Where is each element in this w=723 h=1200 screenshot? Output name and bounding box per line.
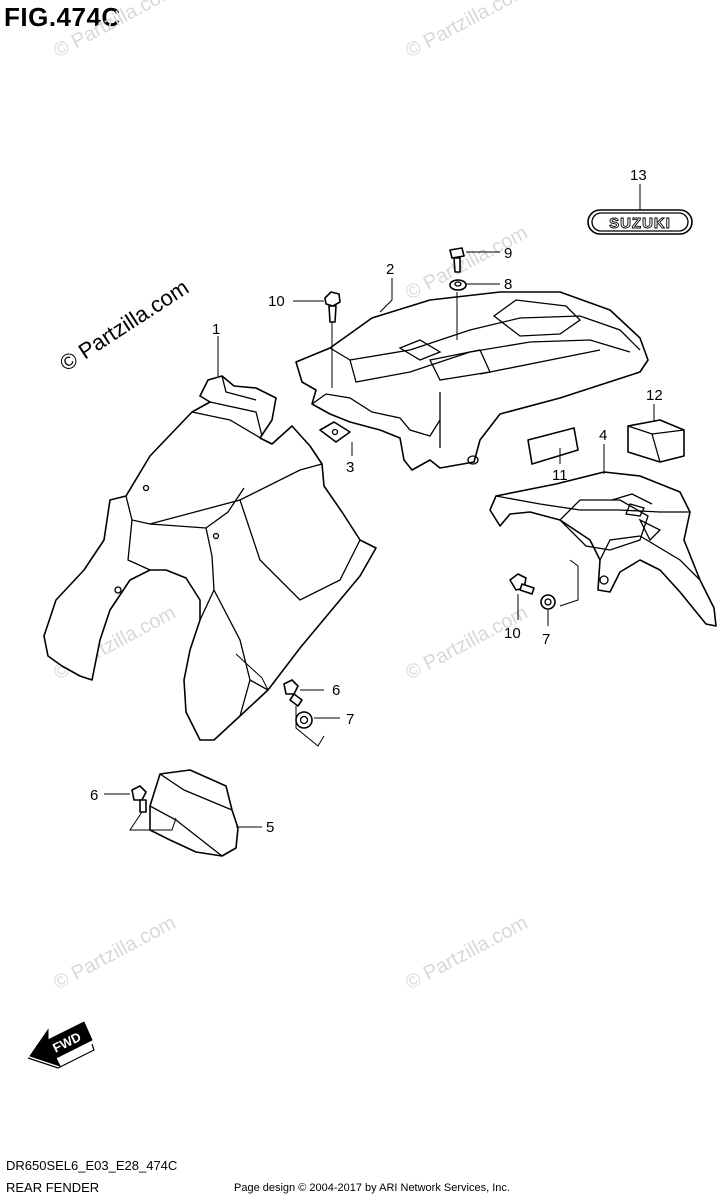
watermark: © Partzilla.com — [50, 0, 179, 62]
bolt-icon — [509, 573, 535, 595]
leader-lines — [104, 184, 655, 831]
callout-2: 2 — [386, 261, 394, 278]
callout-6-lower: 6 — [90, 787, 98, 804]
callout-1: 1 — [212, 321, 220, 338]
watermark: © Partzilla.com — [402, 0, 531, 62]
suzuki-emblem: SUZUKI — [587, 209, 693, 235]
watermark: © Partzilla.com — [50, 912, 179, 995]
bolt-icon — [449, 247, 465, 273]
bolt-icon — [324, 291, 341, 323]
watermark: © Partzilla.com — [402, 912, 531, 995]
callout-10-upper: 10 — [268, 293, 285, 310]
nut-icon — [295, 711, 313, 729]
cushion-block — [627, 419, 685, 463]
bolt-icon — [131, 785, 147, 813]
emblem-text: SUZUKI — [609, 215, 671, 232]
callout-7-lower: 7 — [542, 631, 550, 648]
watermark-main: © Partzilla.com — [55, 274, 193, 376]
watermark: © Partzilla.com — [402, 602, 531, 685]
mud-flap — [149, 769, 239, 857]
figure-title: FIG.474C — [4, 2, 121, 32]
forward-arrow-icon: FWD — [27, 1021, 95, 1069]
rear-fender-top — [295, 291, 649, 471]
washer-icon — [449, 279, 467, 291]
callout-13: 13 — [630, 167, 647, 184]
callout-3: 3 — [346, 459, 354, 476]
callout-10-lower: 10 — [504, 625, 521, 642]
callout-5: 5 — [266, 819, 274, 836]
page-credit: Page design © 2004-2017 by ARI Network S… — [234, 1182, 510, 1194]
bolt-icon — [283, 679, 303, 707]
figure-name: REAR FENDER — [6, 1180, 100, 1195]
callout-4: 4 — [599, 427, 607, 444]
callout-8: 8 — [504, 276, 512, 293]
nut-icon — [540, 594, 556, 610]
callout-12: 12 — [646, 387, 663, 404]
license-bracket — [489, 471, 717, 627]
callouts: 1 2 3 4 5 6 6 7 7 8 9 10 10 11 12 13 — [90, 167, 663, 836]
figure-code: DR650SEL6_E03_E28_474C — [6, 1158, 178, 1173]
callout-6-mid: 6 — [332, 682, 340, 699]
nut-plate — [319, 421, 351, 443]
fasteners — [131, 247, 556, 813]
inner-fender — [43, 375, 377, 741]
reflector — [527, 427, 579, 465]
callout-7-mid: 7 — [346, 711, 354, 728]
callout-11: 11 — [552, 467, 568, 484]
callout-9: 9 — [504, 245, 512, 262]
